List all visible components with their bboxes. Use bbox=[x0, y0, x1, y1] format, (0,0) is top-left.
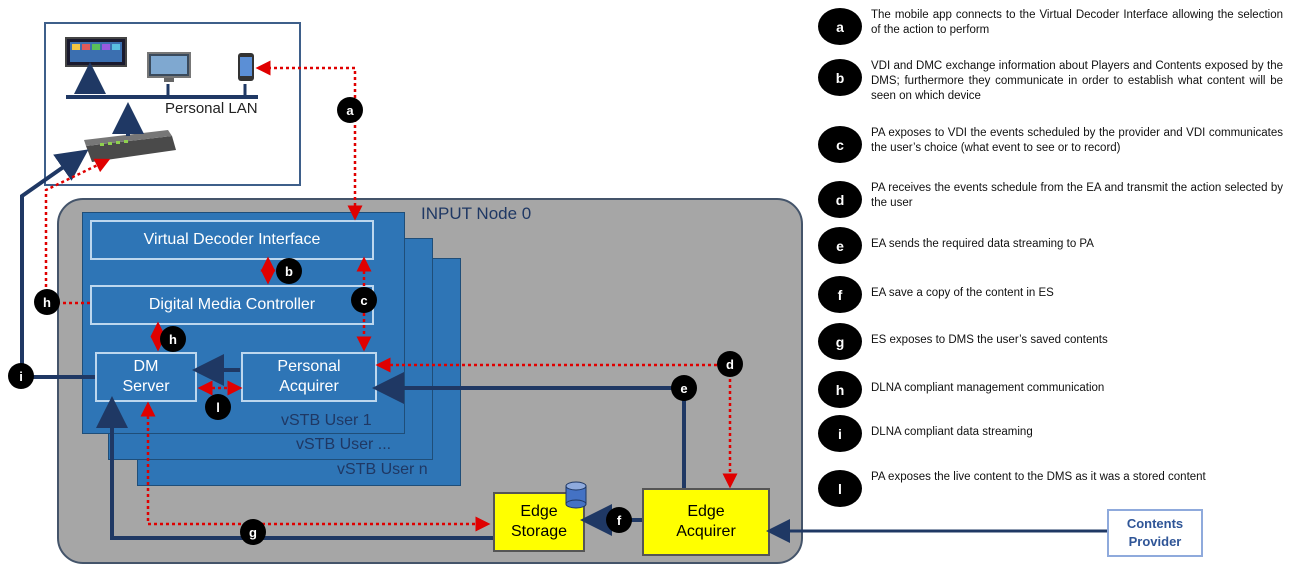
legend-badge-a: a bbox=[818, 8, 862, 45]
network-switch-icon bbox=[84, 130, 176, 162]
legend-badge-h: h bbox=[818, 371, 862, 408]
legend-text-c: PA exposes to VDI the events scheduled b… bbox=[871, 127, 1283, 154]
pa-label-line2: Acquirer bbox=[279, 378, 339, 395]
smart-tv-icon bbox=[65, 37, 127, 67]
legend-badge-f: f bbox=[818, 276, 862, 313]
legend-badge-e: e bbox=[818, 227, 862, 264]
legend-item-h: h DLNA compliant management communicatio… bbox=[818, 371, 1283, 408]
legend-badge-l: l bbox=[818, 470, 862, 507]
badge-h-center: h bbox=[160, 326, 186, 352]
ea-label-line1: Edge bbox=[687, 503, 725, 520]
legend-item-d: d PA receives the events schedule from t… bbox=[818, 181, 1283, 218]
legend-item-b: b VDI and DMC exchange information about… bbox=[818, 59, 1283, 104]
legend-item-c: c PA exposes to VDI the events scheduled… bbox=[818, 126, 1283, 163]
contents-provider: Contents Provider bbox=[1107, 509, 1203, 557]
legend-badge-d: d bbox=[818, 181, 862, 218]
smartphone-icon bbox=[238, 53, 254, 81]
digital-media-controller: Digital Media Controller bbox=[90, 285, 374, 325]
legend-badge-i: i bbox=[818, 415, 862, 452]
monitor-icon bbox=[147, 52, 191, 82]
badge-f: f bbox=[606, 507, 632, 533]
legend-text-g: ES exposes to DMS the user’s saved conte… bbox=[871, 334, 1108, 346]
es-label-line2: Storage bbox=[510, 523, 568, 540]
dmc-label: Digital Media Controller bbox=[148, 296, 316, 313]
legend-item-g: g ES exposes to DMS the user’s saved con… bbox=[818, 323, 1283, 360]
legend-text-e: EA sends the required data streaming to … bbox=[871, 238, 1094, 250]
legend-item-e: e EA sends the required data streaming t… bbox=[818, 227, 1283, 264]
legend-text-a: The mobile app connects to the Virtual D… bbox=[871, 9, 1283, 36]
legend-text-h: DLNA compliant management communication bbox=[871, 382, 1105, 394]
es-label-line1: Edge bbox=[520, 503, 558, 520]
pa-label-line1: Personal bbox=[277, 358, 341, 375]
legend-badge-c: c bbox=[818, 126, 862, 163]
edge-acquirer: Edge Acquirer bbox=[642, 488, 770, 556]
legend-badge-b: b bbox=[818, 59, 862, 96]
vdi-label: Virtual Decoder Interface bbox=[143, 231, 321, 248]
badge-i: i bbox=[8, 363, 34, 389]
badge-e: e bbox=[671, 375, 697, 401]
legend-text-i: DLNA compliant data streaming bbox=[871, 426, 1033, 438]
legend-text-f: EA save a copy of the content in ES bbox=[871, 287, 1054, 299]
legend-badge-g: g bbox=[818, 323, 862, 360]
badge-g: g bbox=[240, 519, 266, 545]
ea-label-line2: Acquirer bbox=[676, 523, 736, 540]
cp-label-line2: Provider bbox=[1128, 534, 1182, 549]
legend-text-l: PA exposes the live content to the DMS a… bbox=[871, 471, 1206, 483]
personal-lan-label: Personal LAN bbox=[165, 100, 258, 117]
badge-h-left: h bbox=[34, 289, 60, 315]
badge-a: a bbox=[337, 97, 363, 123]
dms-label-line1: DM bbox=[133, 358, 159, 375]
legend-item-a: a The mobile app connects to the Virtual… bbox=[818, 8, 1283, 45]
badge-c: c bbox=[351, 287, 377, 313]
badge-b: b bbox=[276, 258, 302, 284]
input-node-title: INPUT Node 0 bbox=[421, 204, 532, 223]
cp-label-line1: Contents bbox=[1126, 516, 1184, 531]
badge-d: d bbox=[717, 351, 743, 377]
legend-item-f: f EA save a copy of the content in ES bbox=[818, 276, 1283, 313]
legend-item-i: i DLNA compliant data streaming bbox=[818, 415, 1283, 452]
personal-acquirer: Personal Acquirer bbox=[241, 352, 377, 402]
virtual-decoder-interface: Virtual Decoder Interface bbox=[90, 220, 374, 260]
legend-text-d: PA receives the events schedule from the… bbox=[871, 182, 1283, 209]
database-icon bbox=[565, 481, 587, 509]
legend-text-b: VDI and DMC exchange information about P… bbox=[871, 60, 1283, 102]
legend-item-l: l PA exposes the live content to the DMS… bbox=[818, 470, 1283, 507]
dm-server: DM Server bbox=[95, 352, 197, 402]
dms-label-line2: Server bbox=[122, 378, 170, 395]
badge-l: l bbox=[205, 394, 231, 420]
